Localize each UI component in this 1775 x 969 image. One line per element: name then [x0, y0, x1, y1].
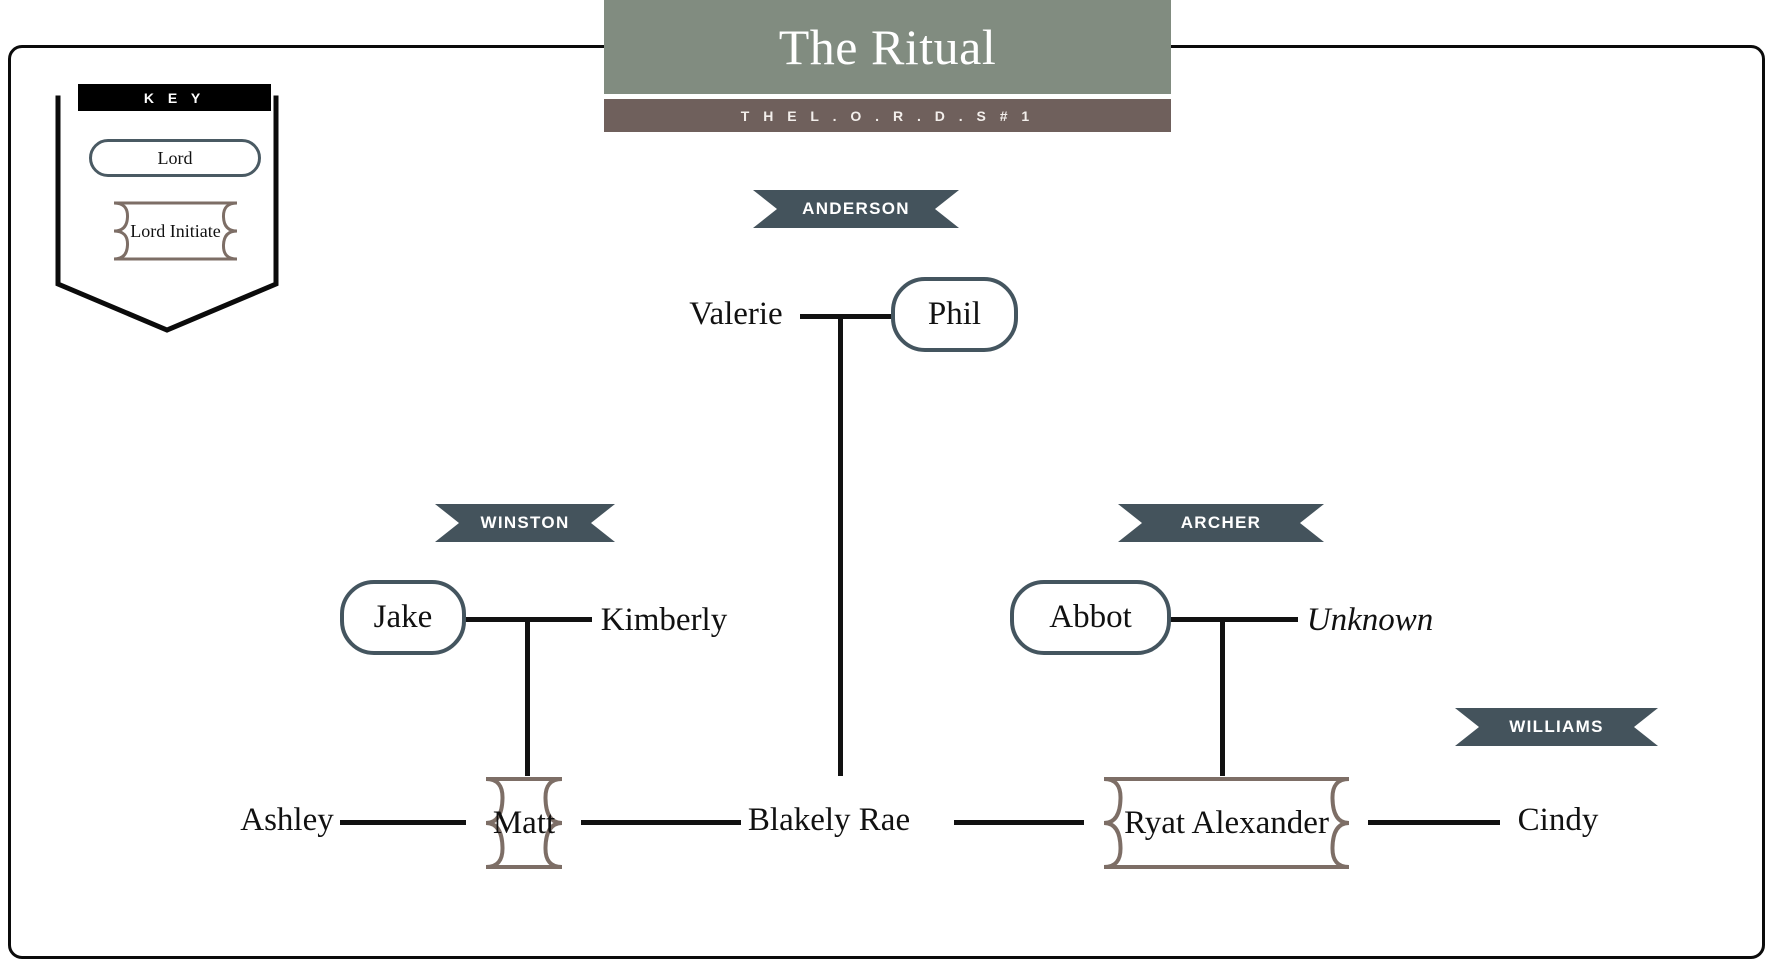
key-legend-lord: Lord [89, 139, 261, 177]
connector-ashley-matt [340, 820, 466, 825]
family-banner-winston: WINSTON [435, 504, 615, 542]
family-banner-anderson-label: ANDERSON [802, 199, 910, 218]
connector-abbot-unknown [1170, 617, 1298, 622]
connector-ryat-cindy [1368, 820, 1500, 825]
key-title: K E Y [78, 84, 271, 111]
person-kimberly[interactable]: Kimberly [600, 601, 728, 638]
person-matt[interactable]: Matt [466, 776, 582, 870]
key-legend-initiate-shape [100, 200, 251, 262]
connector-archer-child [1220, 617, 1225, 776]
connector-valerie-phil [800, 314, 892, 319]
family-banner-winston-label: WINSTON [480, 513, 570, 532]
key-legend-initiate: Lord Initiate [130, 220, 221, 241]
connector-blakely-ryat [954, 820, 1084, 825]
family-banner-williams-label: WILLIAMS [1509, 717, 1604, 736]
person-ryat-alexander[interactable]: Ryat Alexander [1084, 776, 1369, 870]
connector-matt-blakely [581, 820, 741, 825]
person-cindy[interactable]: Cindy [1517, 801, 1599, 838]
person-matt-label: Matt [492, 804, 556, 841]
person-jake[interactable]: Jake [340, 580, 466, 655]
family-banner-anderson: ANDERSON [753, 190, 959, 228]
person-ashley[interactable]: Ashley [240, 801, 334, 838]
key-shield-outline [55, 84, 295, 334]
person-valerie[interactable]: Valerie [689, 295, 783, 332]
person-blakely-rae[interactable]: Blakely Rae [747, 801, 911, 838]
connector-anderson-child [838, 314, 843, 776]
connector-winston-child [525, 617, 530, 776]
family-banner-archer-label: ARCHER [1180, 513, 1262, 532]
person-phil[interactable]: Phil [891, 277, 1018, 352]
person-ryat-alexander-label: Ryat Alexander [1124, 804, 1329, 841]
page-title: The Ritual [604, 0, 1171, 94]
page-subtitle: T H E L . O . R . D . S # 1 [604, 99, 1171, 132]
family-banner-williams: WILLIAMS [1455, 708, 1658, 746]
family-banner-archer: ARCHER [1118, 504, 1324, 542]
person-unknown[interactable]: Unknown [1306, 601, 1434, 638]
person-abbot[interactable]: Abbot [1010, 580, 1171, 655]
